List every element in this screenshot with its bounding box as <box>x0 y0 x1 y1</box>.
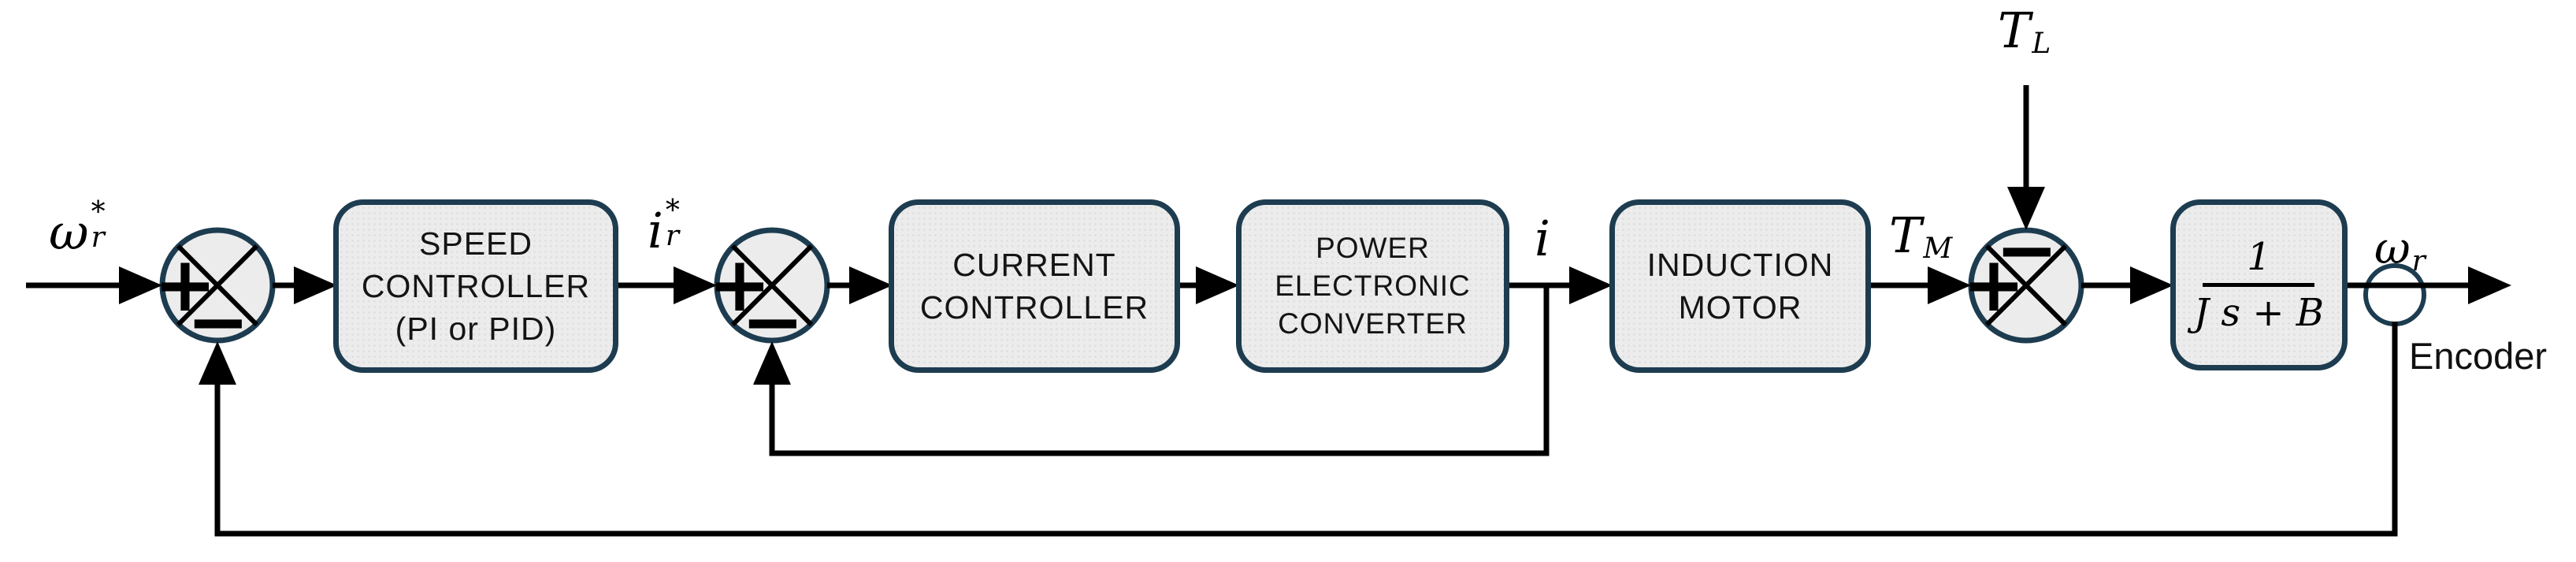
speed-ref-sup: * <box>91 196 106 229</box>
label-load-torque: T L <box>1998 6 2051 58</box>
arrowhead-current-feedback <box>753 341 791 385</box>
torque-sum-minus-sign: − <box>1995 206 2059 294</box>
motor-torque-sub: M <box>1923 233 1953 265</box>
wire-speed-feedback <box>214 322 2398 537</box>
arrowhead-into-mech-block <box>2130 266 2173 304</box>
block-power-converter-line: CONVERTER <box>1278 307 1468 341</box>
load-torque-base: T <box>1998 2 2031 59</box>
summing-junction-current <box>714 227 830 344</box>
speed-sum-cross <box>176 244 259 327</box>
label-encoder: Encoder <box>2409 335 2548 377</box>
arrowhead-load-torque <box>2007 187 2045 230</box>
arrowhead-into-converter <box>1196 266 1239 304</box>
fraction-bar <box>2203 283 2315 287</box>
block-current-controller-line: CURRENT <box>952 246 1116 283</box>
mech-denominator: J s + B <box>2193 291 2325 335</box>
block-induction-motor-line: INDUCTION <box>1646 246 1834 283</box>
label-current-reference: i * r <box>648 196 680 259</box>
speed-ref-base: ω <box>49 203 89 261</box>
label-rotor-speed: ω r <box>2374 227 2426 276</box>
block-speed-controller-line: SPEED <box>419 225 533 262</box>
wire-current-feedback <box>769 285 1550 456</box>
arrowhead-into-speed-controller <box>294 266 337 304</box>
speed-sum-minus-sign: − <box>186 277 251 366</box>
arrowhead-into-motor <box>1569 266 1613 304</box>
block-power-converter-line: ELECTRONIC <box>1275 269 1471 302</box>
block-current-controller: CURRENT CONTROLLER <box>889 199 1180 373</box>
arrowhead-into-speed-sum <box>119 266 162 304</box>
current-sum-minus-sign: − <box>741 277 805 366</box>
speed-ref-scripts: * r <box>91 196 106 255</box>
label-speed-reference: ω * r <box>49 198 106 261</box>
arrowhead-speed-output <box>2468 266 2511 304</box>
block-induction-motor: INDUCTION MOTOR <box>1609 199 1871 373</box>
speed-ref-sub: r <box>91 221 105 255</box>
current-ref-sup: * <box>665 195 680 227</box>
arrowhead-into-current-controller <box>849 266 893 304</box>
rotor-speed-base: ω <box>2374 223 2411 274</box>
block-speed-controller-line: (PI or PID) <box>395 311 557 348</box>
block-current-controller-line: CONTROLLER <box>919 289 1149 326</box>
speed-sum-plus-sign: + <box>153 240 217 329</box>
current-ref-scripts: * r <box>665 195 680 253</box>
current-ref-base: i <box>648 202 663 259</box>
current-sum-cross <box>730 244 814 327</box>
label-current: i <box>1535 214 1550 263</box>
arrowhead-into-torque-sum <box>1928 266 1971 304</box>
load-torque-sub: L <box>2032 28 2051 60</box>
block-power-electronic-converter: POWER ELECTRONIC CONVERTER <box>1236 199 1509 373</box>
arrowhead-into-current-sum <box>674 266 717 304</box>
arrowhead-speed-feedback <box>199 341 236 385</box>
label-motor-torque: T M <box>1889 211 1952 263</box>
rotor-speed-sub: r <box>2411 245 2426 277</box>
block-speed-controller: SPEED CONTROLLER (PI or PID) <box>333 199 618 373</box>
block-speed-controller-line: CONTROLLER <box>361 267 591 304</box>
mech-transfer-function: 1 J s + B <box>2194 238 2324 332</box>
mech-numerator: 1 <box>2247 235 2271 279</box>
current-sum-plus-sign: + <box>707 240 772 329</box>
torque-sum-cross <box>1984 244 2068 327</box>
torque-sum-plus-sign: + <box>1962 240 2026 329</box>
motor-torque-base: T <box>1889 207 1922 264</box>
block-mechanical-model: 1 J s + B <box>2170 199 2348 370</box>
block-power-converter-line: POWER <box>1316 231 1430 264</box>
current-base: i <box>1535 210 1550 267</box>
current-ref-sub: r <box>665 220 680 253</box>
block-induction-motor-line: MOTOR <box>1678 289 1802 326</box>
